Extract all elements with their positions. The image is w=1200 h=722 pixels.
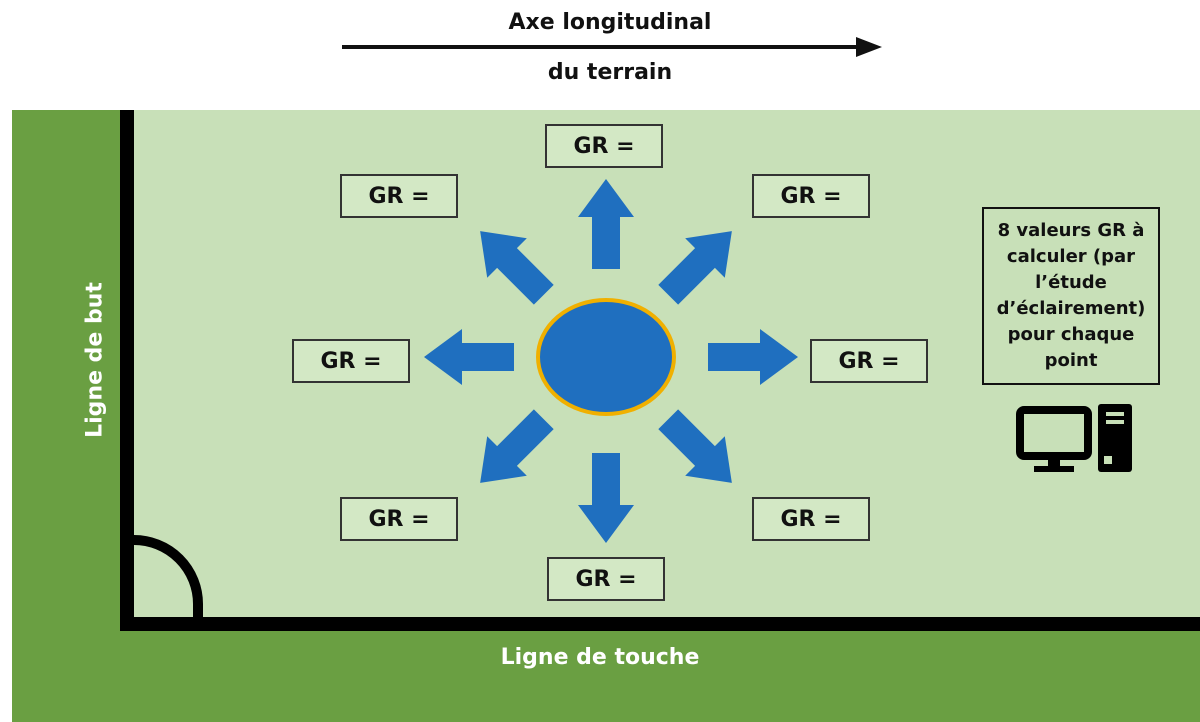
gr-box-bottom-right: GR = [752,497,870,541]
arrow-right [708,329,798,385]
gr-box-left: GR = [292,339,410,383]
arrow-down [578,453,634,543]
arrow-down-right [658,409,732,483]
arrow-down-left [480,409,554,483]
goal-line [120,110,134,631]
gr-box-bottom-left: GR = [340,497,458,541]
gr-box-top-left: GR = [340,174,458,218]
arrow-up [578,179,634,269]
arrow-up-right [658,231,732,305]
light-point-icon [536,298,676,416]
touch-line-label: Ligne de touche [500,645,700,670]
touch-line [120,617,1200,631]
axis-title-line2: du terrain [547,60,673,85]
arrow-left [424,329,514,385]
axis-title-line1: Axe longitudinal [508,10,712,35]
direction-arrows [424,179,798,543]
corner-arc [133,535,203,617]
gr-box-right: GR = [810,339,928,383]
longitudinal-axis-arrow [342,37,882,57]
info-text: 8 valeurs GR à calculer (par l’étude d’é… [996,220,1146,371]
gr-box-bottom: GR = [547,557,665,601]
gr-box-top: GR = [545,124,663,168]
computer-icon [1016,404,1132,472]
arrow-up-left [480,231,554,305]
info-box: 8 valeurs GR à calculer (par l’étude d’é… [982,207,1160,385]
gr-box-top-right: GR = [752,174,870,218]
